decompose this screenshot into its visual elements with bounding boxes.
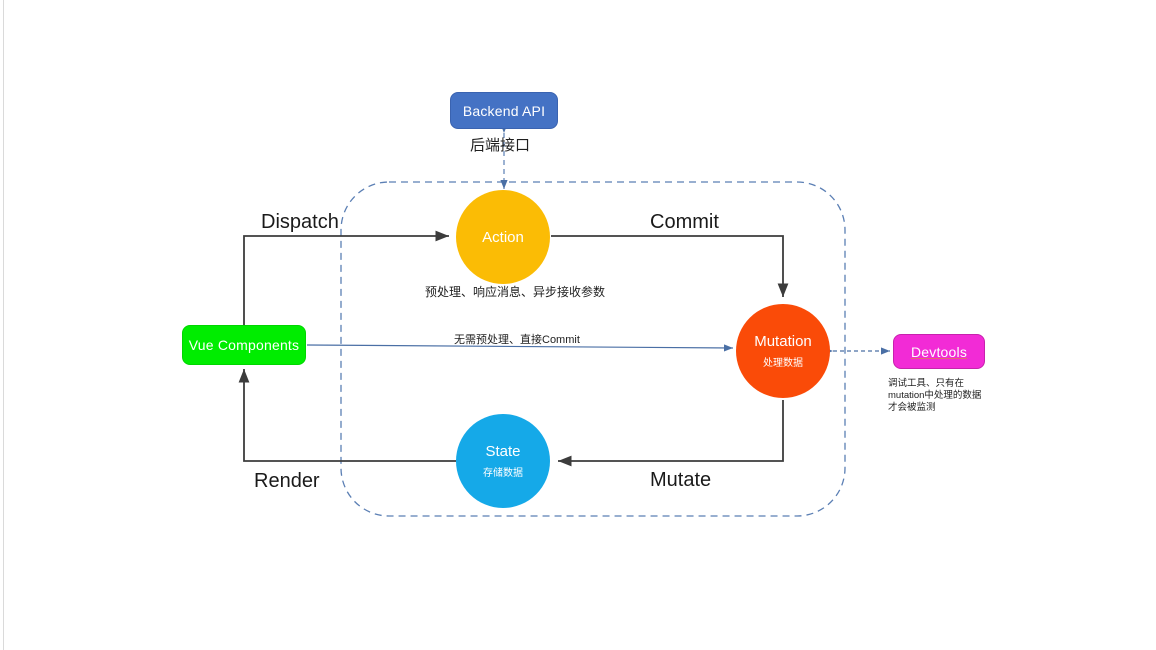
node-action[interactable]: Action: [456, 190, 550, 284]
edge-label-render: Render: [254, 470, 320, 492]
node-vue-components-label: Vue Components: [188, 337, 300, 353]
node-devtools[interactable]: Devtools: [893, 334, 985, 369]
edge-render: [238, 369, 456, 462]
node-action-label: Action: [482, 228, 524, 246]
node-vue-components[interactable]: Vue Components: [182, 325, 306, 365]
node-backend-api-caption: 后端接口: [470, 137, 531, 154]
node-backend-api[interactable]: Backend API: [450, 92, 558, 129]
edge-dispatch: [243, 230, 449, 325]
node-state[interactable]: State 存储数据: [456, 414, 550, 508]
edge-label-mutate: Mutate: [650, 469, 712, 491]
node-state-label: State: [485, 443, 521, 460]
edge-label-commit: Commit: [650, 211, 719, 233]
node-devtools-label: Devtools: [910, 343, 968, 360]
page-edge-line: [3, 0, 4, 650]
node-mutation[interactable]: Mutation 处理数据: [736, 304, 830, 398]
node-state-sublabel: 存储数据: [483, 468, 523, 479]
edge-direct-commit: [306, 344, 734, 352]
node-action-caption: 预处理、响应消息、异步接收参数: [425, 285, 606, 299]
edge-mutate: [558, 400, 784, 467]
node-mutation-sublabel: 处理数据: [763, 358, 803, 369]
edge-label-direct-commit: 无需预处理、直接Commit: [454, 334, 580, 346]
node-mutation-label: Mutation: [754, 333, 812, 350]
edge-label-dispatch: Dispatch: [261, 211, 339, 233]
node-backend-api-label: Backend API: [462, 102, 546, 119]
edge-commit: [551, 235, 789, 297]
node-devtools-note: 调试工具、只有在mutation中处理的数据才会被监测: [888, 378, 982, 413]
